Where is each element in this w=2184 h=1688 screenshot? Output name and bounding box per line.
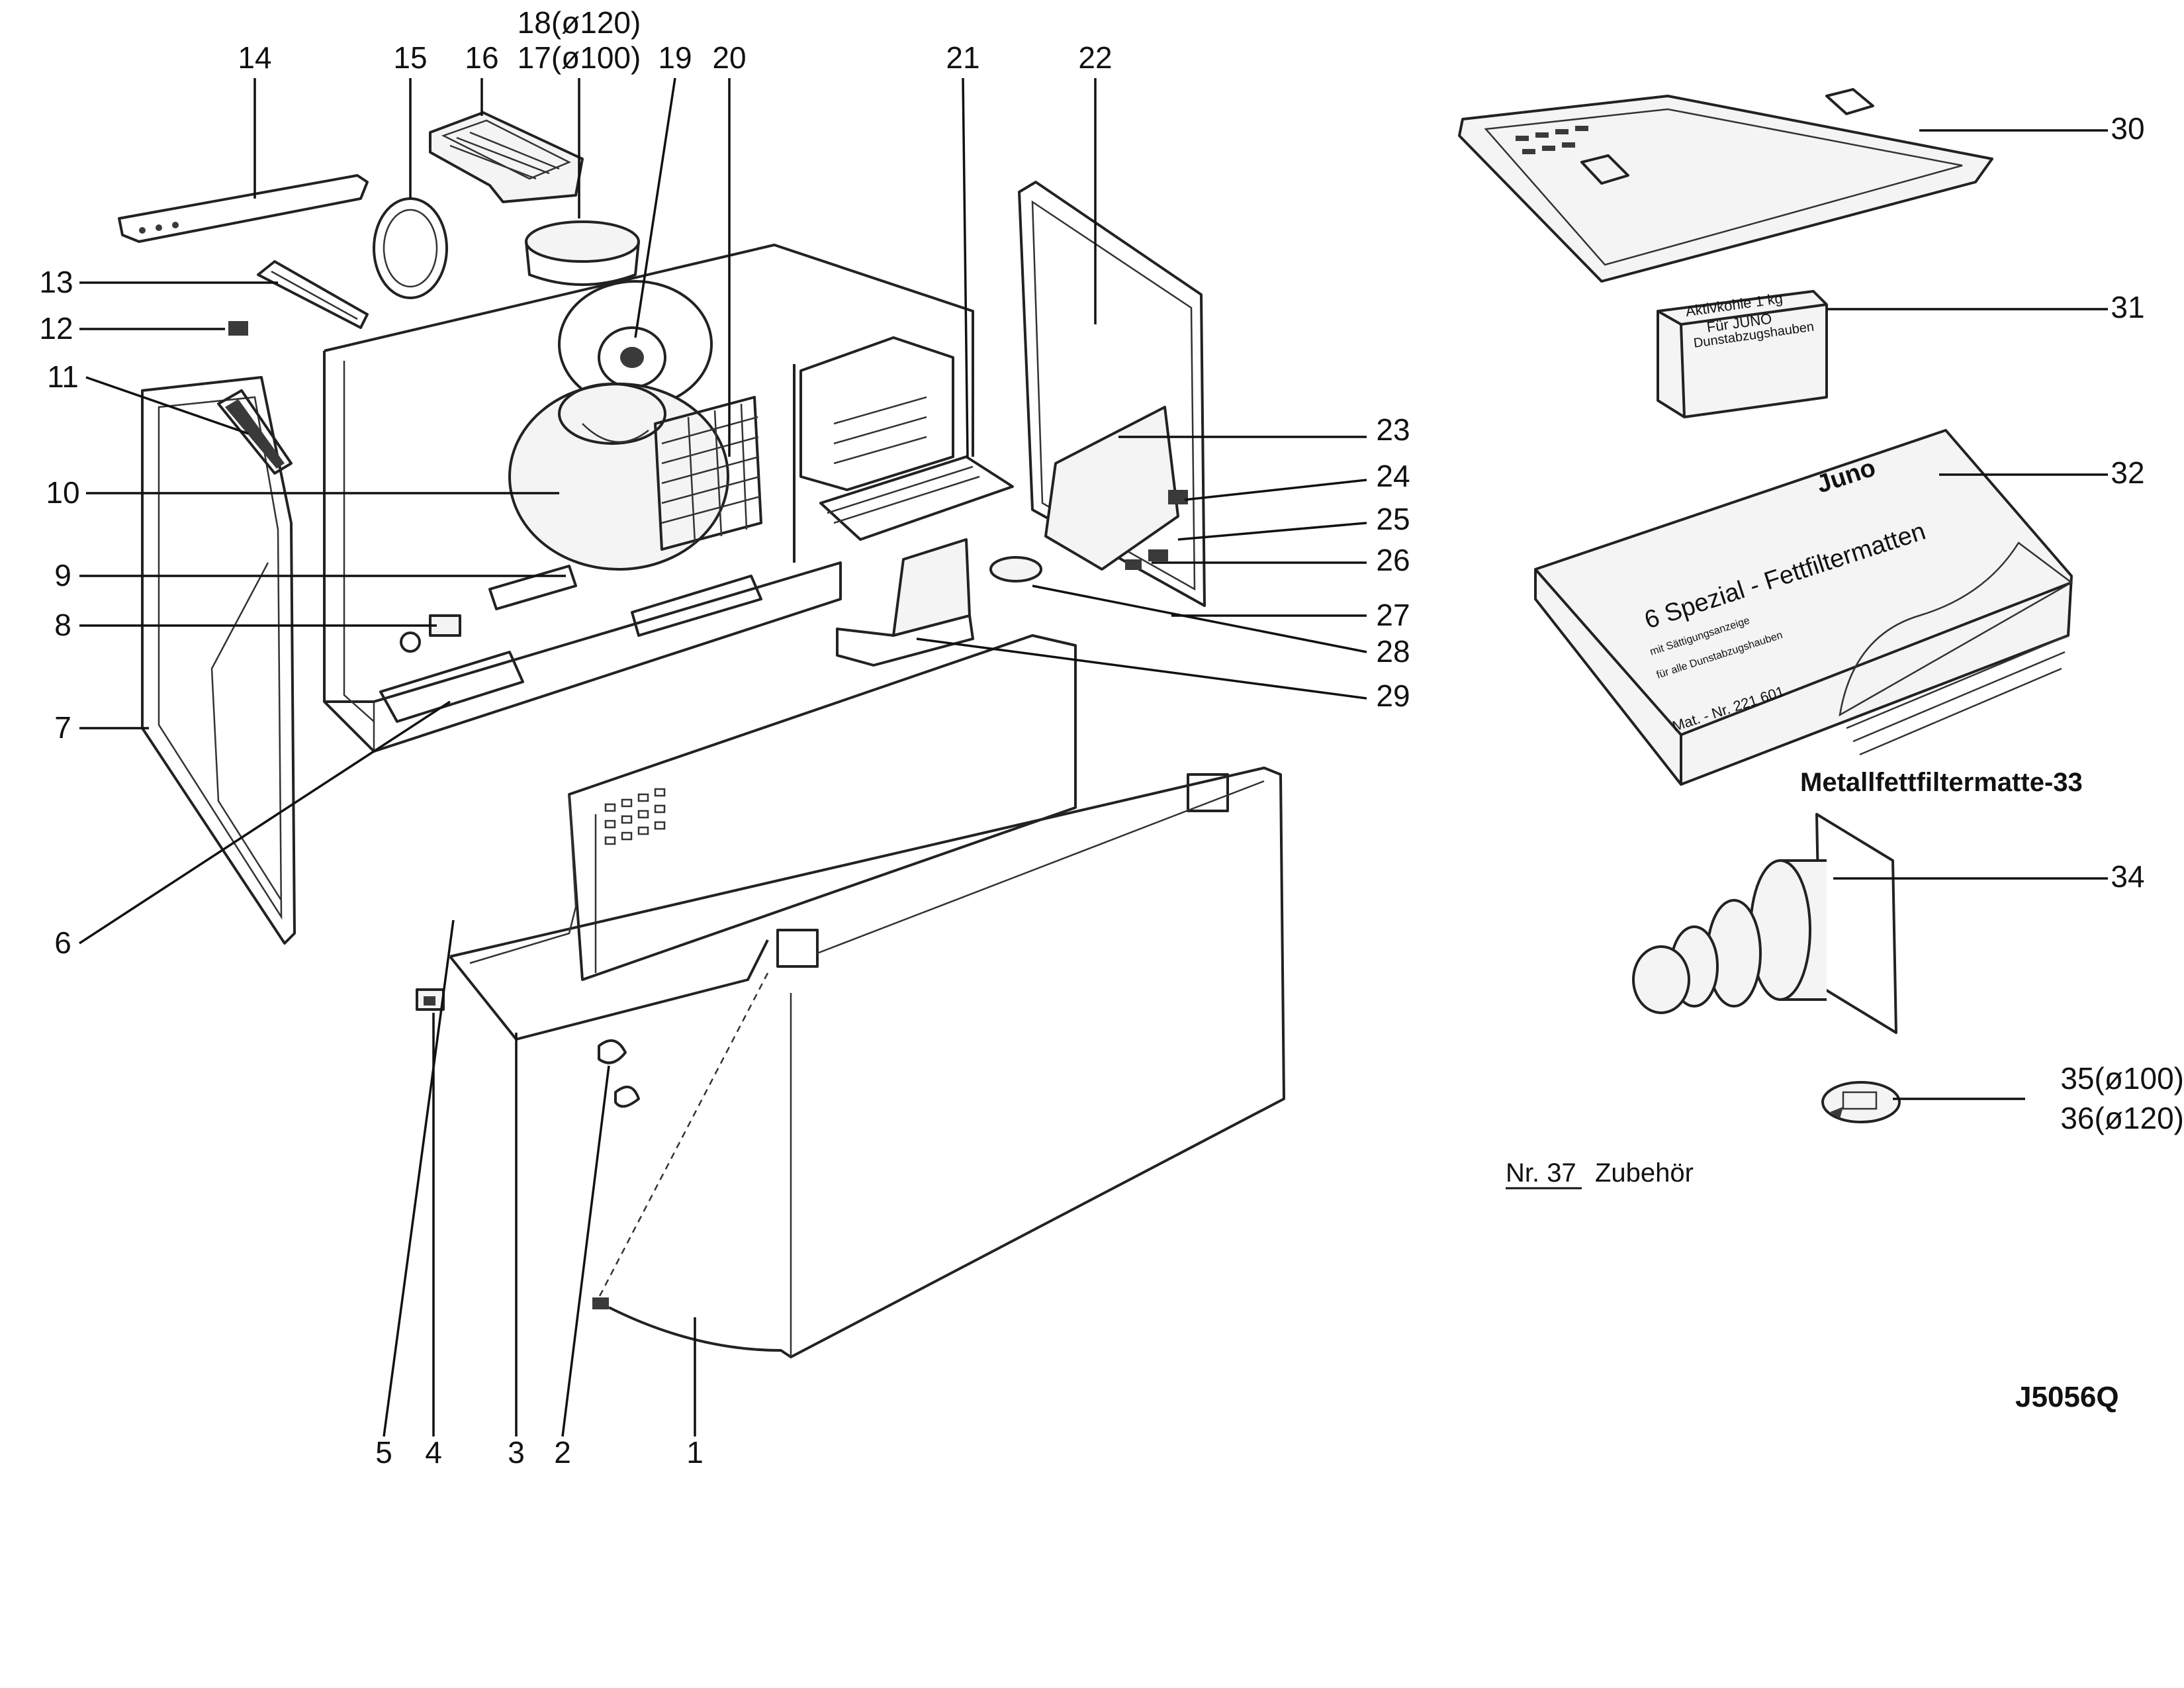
part-label-p9: 9	[54, 558, 71, 592]
part-label-p13: 13	[39, 265, 73, 299]
part-label-p32: 32	[2111, 455, 2144, 490]
leader-line-p11	[85, 376, 249, 435]
plug-part-28	[989, 556, 1042, 583]
tray-part-30	[1458, 88, 1993, 283]
leader-line-p25	[1177, 522, 1367, 541]
part-label-p6: 6	[54, 925, 71, 960]
part-label-p1: 1	[686, 1435, 704, 1470]
aktivkohle-box-part-31: Aktivkohle 1 kg Für JUNO Dunstabzugshaub…	[1657, 290, 1828, 418]
grille-part-16	[429, 111, 584, 203]
part-label-p30: 30	[2111, 111, 2144, 146]
filter-mat-box-part-32: Juno 6 Spezial - Fettfiltermatten mit Sä…	[1534, 429, 2073, 786]
part-label-p11: 11	[47, 359, 79, 394]
front-shell-part-1	[449, 634, 1285, 1358]
duct-collar-part-17	[525, 220, 640, 286]
panel-part-22	[1018, 181, 1206, 607]
part-label-p5: 5	[375, 1435, 392, 1470]
part-label-p22: 22	[1078, 40, 1112, 75]
leader-line-p24	[1184, 479, 1367, 501]
clip-part-4	[416, 988, 445, 1011]
part-label-p12: 12	[39, 311, 73, 346]
bracket-part-13	[257, 260, 369, 329]
part-label-p10: 10	[46, 475, 79, 510]
part-label-p34: 34	[2111, 859, 2144, 894]
part-label-p2: 2	[554, 1435, 571, 1470]
caption-zubehoer-text: Zubehör	[1595, 1158, 1694, 1188]
part-label-p23: 23	[1376, 412, 1410, 447]
bracket-plate-part-29	[836, 538, 974, 667]
caption-zubehoer-nr: Nr. 37	[1506, 1158, 1576, 1188]
part-label-p3: 3	[508, 1435, 525, 1470]
leader-lines	[79, 77, 2108, 1437]
clips-part-2	[598, 1039, 640, 1108]
part-label-p14: 14	[238, 40, 271, 75]
part-label-p4: 4	[425, 1435, 442, 1470]
motor-grille-part-20	[654, 396, 762, 551]
part-label-p21: 21	[946, 40, 979, 75]
part-label-p28: 28	[1376, 634, 1410, 669]
drawing-code: J5056Q	[2015, 1381, 2119, 1413]
leader-line-p6	[79, 700, 451, 945]
leader-line-p19	[634, 77, 676, 338]
part-label-p36: 36(ø120)	[2060, 1101, 2184, 1135]
switch-plate-part-23	[1044, 406, 1188, 571]
part-label-p26: 26	[1376, 543, 1410, 577]
part-label-p7: 7	[54, 710, 71, 745]
caption-zubehoer: Nr. 37 Zubehör	[1506, 1158, 1694, 1190]
lamp-socket-part-8	[400, 614, 461, 653]
clip-part-12	[228, 321, 248, 336]
part-label-p15: 15	[393, 40, 427, 75]
part-label-p29: 29	[1376, 679, 1410, 713]
part-label-p31: 31	[2111, 290, 2144, 324]
leader-line-p29	[916, 637, 1367, 700]
part-label-p17: 17(ø100)	[518, 40, 641, 75]
rail-part-14	[118, 174, 369, 243]
part-label-p19: 19	[658, 40, 692, 75]
main-housing	[323, 244, 1014, 753]
handle-part-11	[217, 389, 293, 475]
flap-disc-part-35	[1821, 1081, 1901, 1123]
part-label-p18: 18(ø120)	[518, 5, 641, 40]
leader-line-p21	[962, 77, 969, 457]
part-label-p16: 16	[465, 40, 498, 75]
ring-part-15	[373, 197, 448, 299]
part-label-p25: 25	[1376, 502, 1410, 536]
part-label-p27: 27	[1376, 598, 1410, 632]
leader-line-p28	[1032, 585, 1367, 653]
leader-line-p2	[561, 1065, 610, 1437]
part-label-p24: 24	[1376, 459, 1410, 493]
part-label-p20: 20	[712, 40, 746, 75]
bar-part-9	[488, 565, 577, 610]
leader-line-p5	[383, 919, 455, 1437]
part-label-p35: 35(ø100)	[2060, 1061, 2184, 1096]
blower-part-10	[508, 280, 729, 571]
part-label-p8: 8	[54, 608, 71, 642]
telescopic-duct-part-34	[1632, 813, 1897, 1034]
caption-metallfettfiltermatte: Metallfettfiltermatte-33	[1800, 768, 2083, 797]
